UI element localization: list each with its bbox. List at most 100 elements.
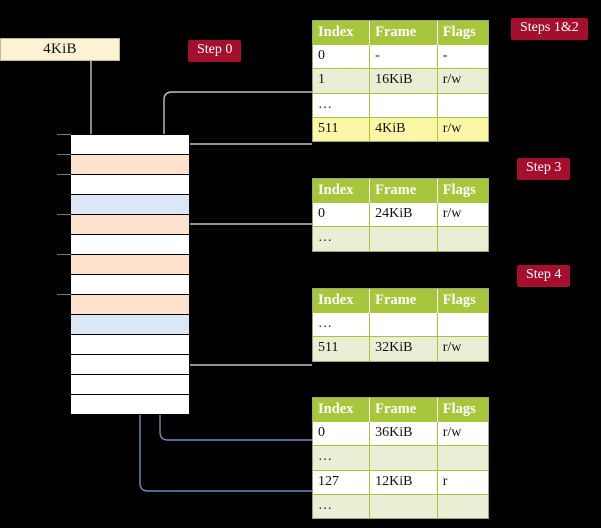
table-cell — [437, 92, 488, 118]
memory-frame-row — [71, 254, 189, 274]
table-cell: … — [313, 226, 371, 251]
table-cell: … — [313, 445, 371, 470]
memory-frame-row — [71, 154, 189, 174]
table-cell — [369, 92, 438, 118]
memory-tick — [57, 214, 71, 215]
memory-frame-row — [71, 314, 189, 334]
column-header-flags: Flags — [437, 398, 488, 422]
table-cell — [437, 312, 488, 337]
column-header-frame: Frame — [369, 398, 438, 422]
table-cell: … — [313, 493, 371, 518]
memory-tick — [57, 154, 71, 155]
table-cell: r/w — [437, 116, 488, 141]
table-row: … — [313, 226, 488, 251]
table-cell: … — [313, 92, 371, 118]
table-cell: r/w — [437, 336, 488, 361]
step-tag-step-4: Step 4 — [517, 265, 571, 287]
memory-frame-row — [71, 394, 189, 414]
table-cell: 24KiB — [369, 202, 438, 227]
memory-frame-row — [71, 234, 189, 254]
table-cell — [437, 493, 488, 518]
column-header-index: Index — [313, 179, 371, 203]
column-header-flags: Flags — [437, 179, 488, 203]
column-header-frame: Frame — [369, 289, 438, 313]
memory-frame-row — [71, 334, 189, 354]
memory-frame-row — [71, 214, 189, 234]
table-cell: 0 — [313, 44, 371, 69]
table-cell: r/w — [437, 202, 488, 227]
table-cell — [369, 312, 438, 337]
table-cell — [369, 226, 438, 251]
table-row: … — [313, 445, 488, 470]
table-cell: 0 — [313, 421, 371, 446]
table-cell — [437, 226, 488, 251]
wire-table3-to-memory — [174, 290, 312, 366]
table-cell: … — [313, 312, 371, 337]
table-cell: 32KiB — [369, 336, 438, 361]
table-row: … — [313, 493, 488, 518]
table-cell — [369, 445, 438, 470]
physical-memory-column — [70, 134, 190, 415]
memory-frame-row — [71, 374, 189, 394]
column-header-frame: Frame — [369, 21, 438, 45]
column-header-index: Index — [313, 21, 371, 45]
column-header-index: Index — [313, 398, 371, 422]
memory-frame-row — [71, 354, 189, 374]
table-cell: 511 — [313, 336, 371, 361]
table-cell: 1 — [313, 68, 371, 93]
table-cell: 0 — [313, 202, 371, 227]
table-cell: 16KiB — [369, 68, 438, 93]
table-cell: 127 — [313, 469, 371, 495]
memory-tick — [57, 254, 71, 255]
table-cell: 36KiB — [369, 421, 438, 446]
column-header-index: Index — [313, 289, 371, 313]
table-cell: r/w — [437, 68, 488, 93]
memory-frame-row — [71, 294, 189, 314]
table-cell — [369, 493, 438, 518]
memory-tick — [57, 174, 71, 175]
table-cell: 4KiB — [369, 116, 438, 141]
request-size-box: 4KiB — [0, 38, 120, 61]
memory-tick — [57, 294, 71, 295]
step-tag-step-3: Step 3 — [517, 158, 571, 180]
column-header-flags: Flags — [437, 289, 488, 313]
table-row: 0-- — [313, 44, 488, 69]
table-cell: - — [437, 44, 488, 69]
column-header-frame: Frame — [369, 179, 438, 203]
wire-table1-highlight-to-memory — [179, 143, 312, 256]
table-row: … — [313, 92, 488, 118]
table-cell: 511 — [313, 116, 371, 141]
memory-tick — [57, 134, 71, 135]
table-cell: r/w — [437, 421, 488, 446]
step-tag-steps-1-2: Steps 1&2 — [511, 18, 588, 40]
step-tag-step-0: Step 0 — [188, 40, 242, 62]
table-cell — [437, 445, 488, 470]
memory-frame-row — [71, 274, 189, 294]
table-cell: 12KiB — [369, 469, 438, 495]
table-cell: - — [369, 44, 438, 69]
wire-table2-to-memory — [179, 223, 312, 256]
memory-frame-row — [71, 194, 189, 214]
table-row: … — [313, 312, 488, 337]
memory-frame-row — [71, 174, 189, 194]
table-cell: r — [437, 469, 488, 495]
